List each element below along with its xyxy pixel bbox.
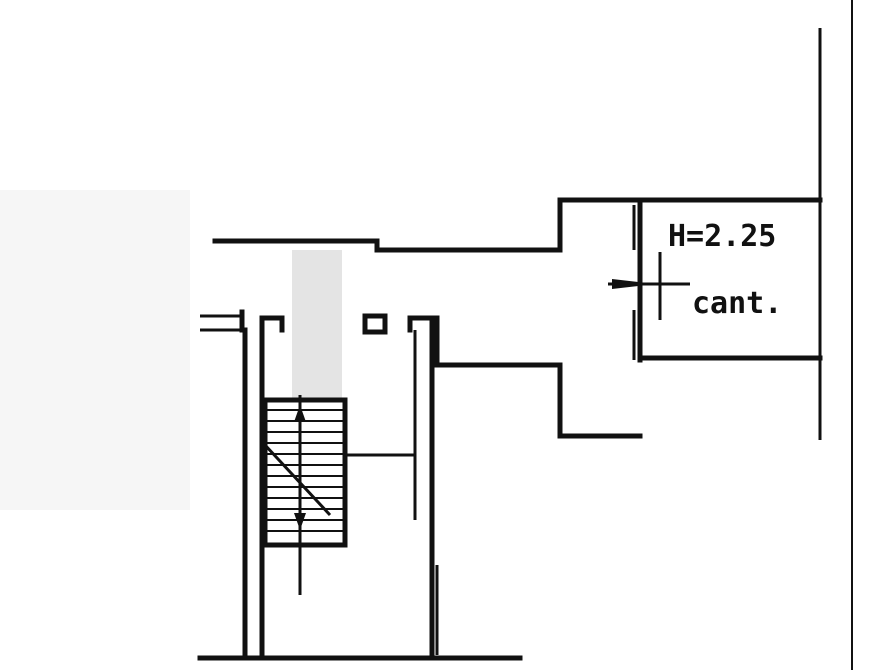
shaded-column <box>292 250 342 400</box>
section-marker <box>608 252 690 320</box>
top-wall <box>212 197 823 253</box>
faded-area <box>0 190 190 510</box>
pillar-right <box>407 315 435 658</box>
height-label: H=2.25 <box>668 219 776 254</box>
pillar-left <box>259 315 285 658</box>
staircase <box>262 395 348 595</box>
room-label: cant. <box>692 286 782 321</box>
small-pillar <box>362 313 388 335</box>
corridor-lower-wall <box>434 315 643 439</box>
left-wall <box>239 309 248 658</box>
